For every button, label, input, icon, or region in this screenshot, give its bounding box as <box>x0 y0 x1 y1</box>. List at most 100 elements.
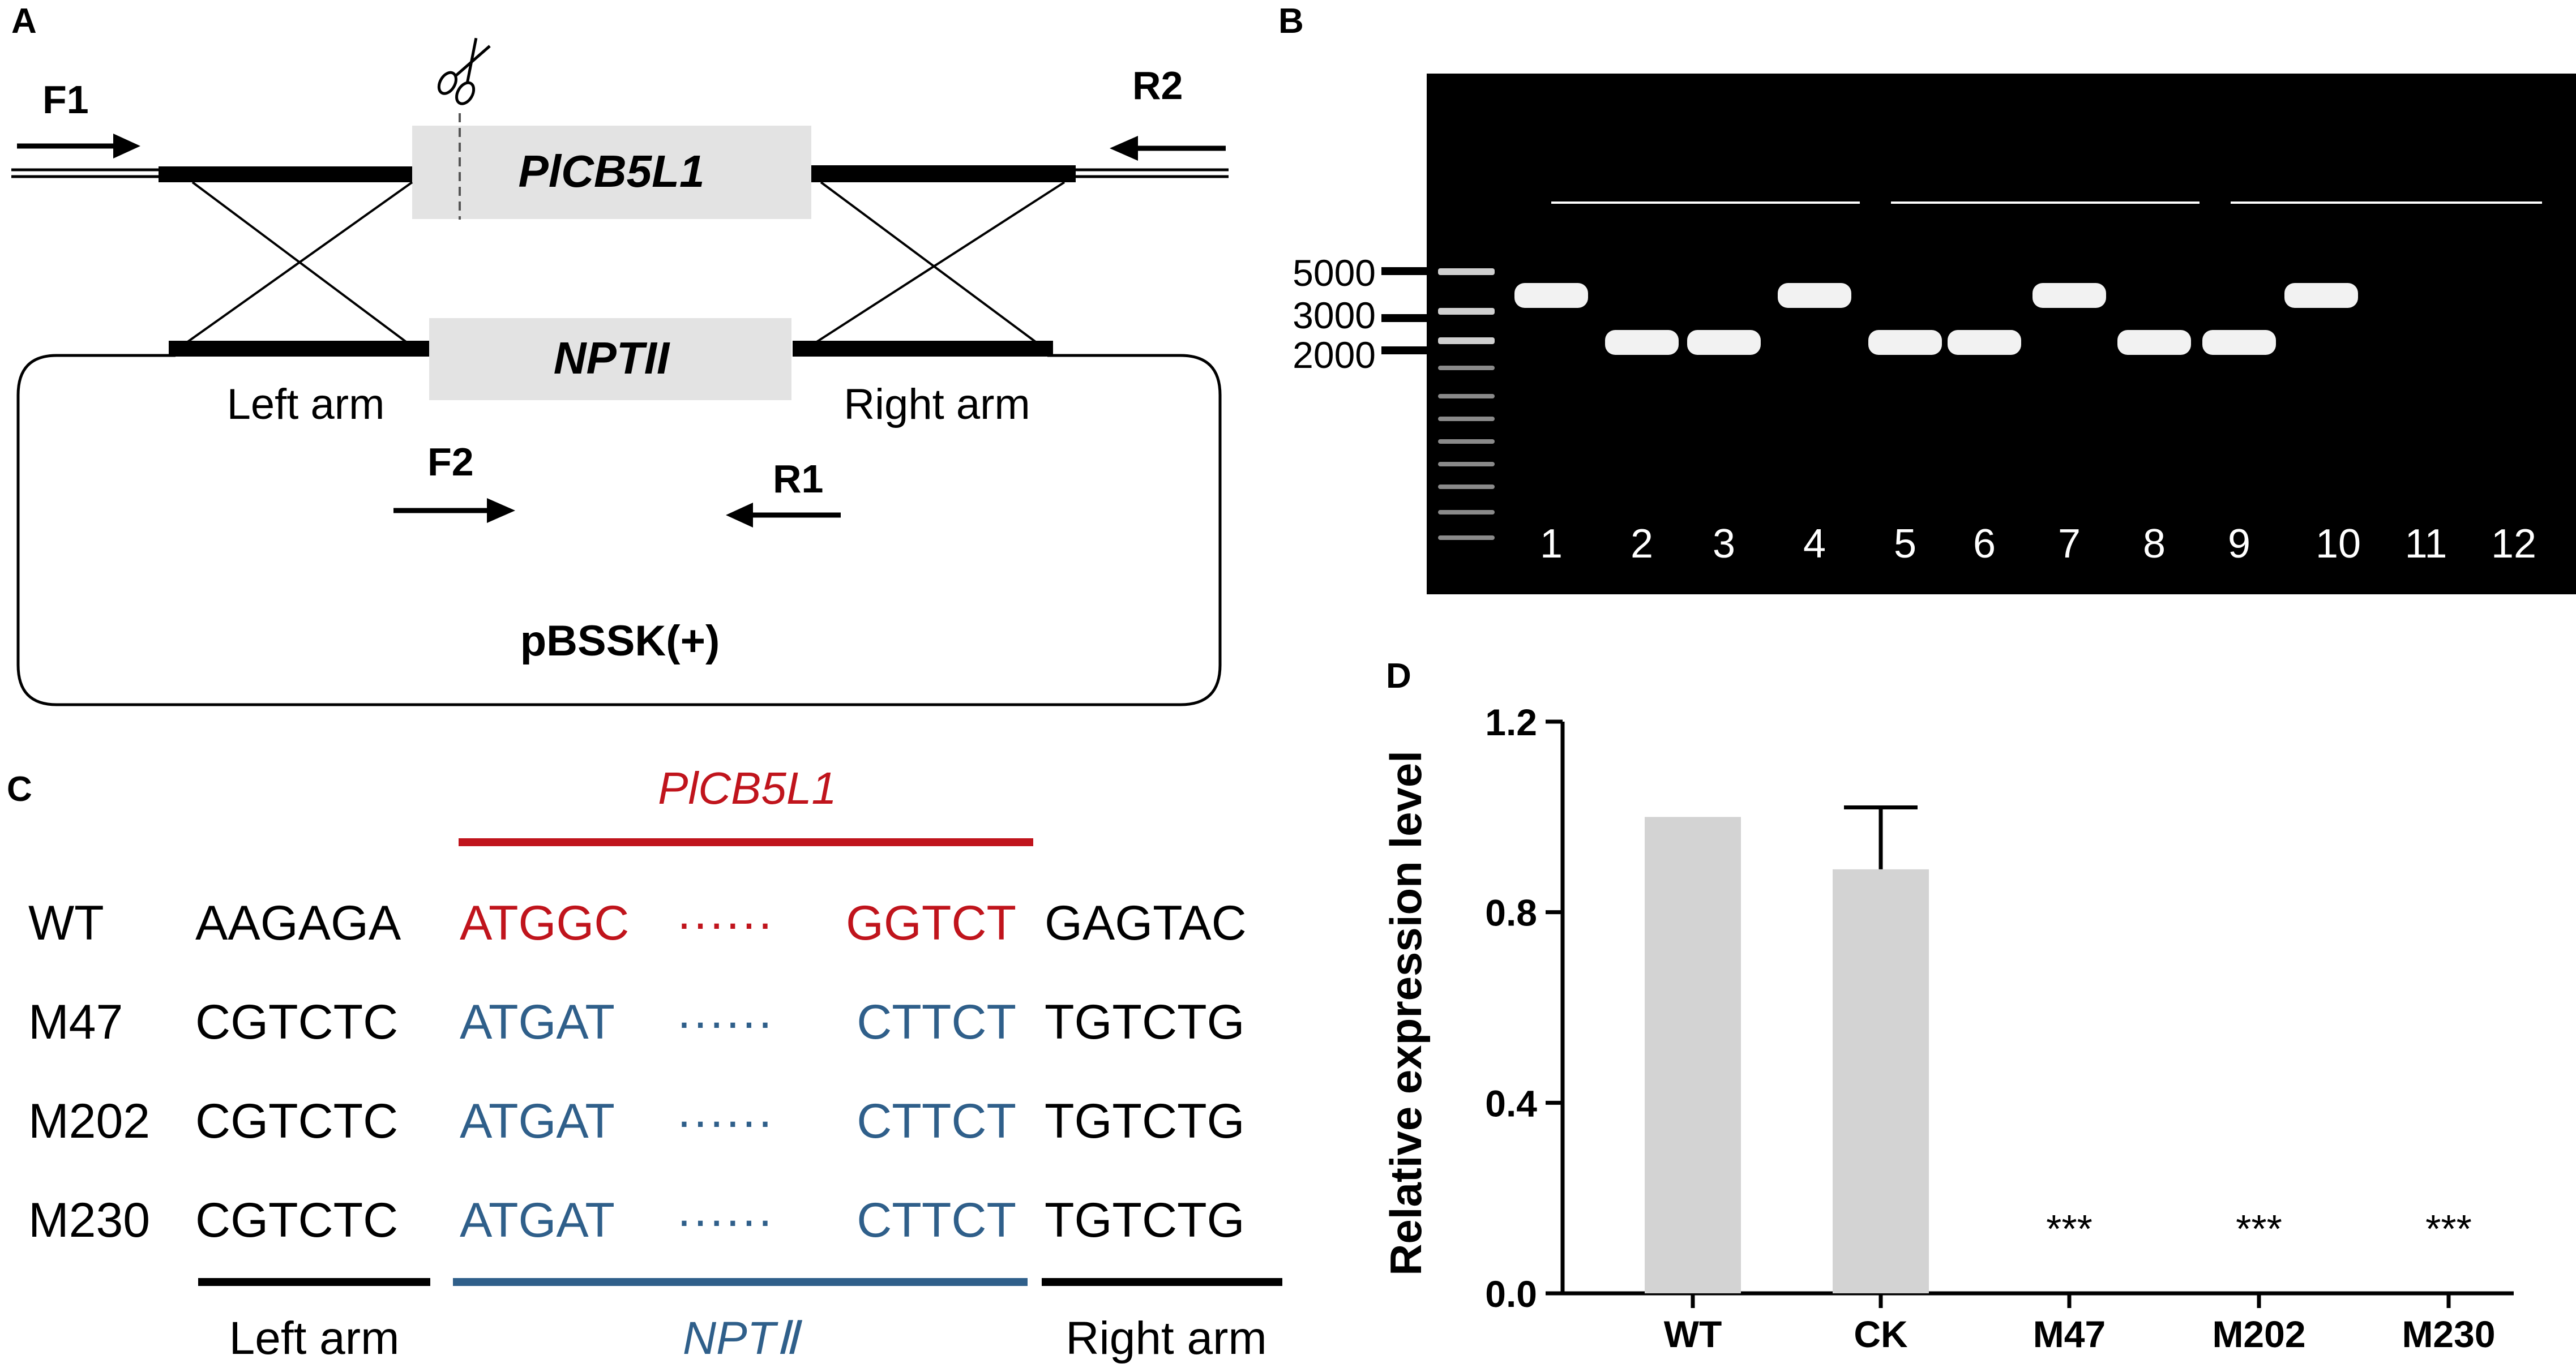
primer-f2-label: F2 <box>427 440 474 484</box>
gel-ladder-label-5000: 5000 <box>1293 252 1376 294</box>
gel-band <box>1514 283 1588 308</box>
seq-row-name: WT <box>28 896 104 950</box>
scissors-icon <box>437 37 491 105</box>
x-tick-label: M47 <box>2033 1313 2106 1355</box>
plasmid-right-arm <box>793 341 1053 357</box>
y-tick-label: 0.8 <box>1485 892 1537 934</box>
seq-ellipsis: ······ <box>676 1193 773 1247</box>
seq-insert-end: CTTCT <box>857 1094 1016 1148</box>
nptii-box <box>429 318 791 400</box>
seq-insert-start: ATGGC <box>460 896 629 950</box>
ladder-band <box>1438 485 1495 489</box>
ladder-band <box>1438 394 1495 398</box>
seq-ellipsis: ······ <box>676 995 773 1049</box>
gel-marker-label: M <box>1462 98 1499 148</box>
gel-band <box>1605 330 1679 355</box>
lane-number: 2 <box>1631 521 1653 567</box>
gel-band <box>1778 283 1851 308</box>
panel-d: D Relative expression level 0.00.40.81.2… <box>1381 657 2514 1355</box>
nptii-box-label: NPTII <box>554 333 670 383</box>
lane-number: 11 <box>2405 521 2447 567</box>
gel-ladder-bands <box>1438 268 1495 540</box>
gel-group-label-wt: WT <box>2357 98 2426 148</box>
gel-bands <box>1514 283 2358 355</box>
gel-group-label-m230: M230 <box>2083 98 2194 148</box>
gel-band <box>1868 330 1942 355</box>
gene-box-label: PlCB5L1 <box>519 146 705 196</box>
seq-nptii-label: NPTⅡ <box>683 1313 803 1364</box>
lane-number: 6 <box>1973 521 1996 567</box>
primer-f1-arrow <box>17 134 140 158</box>
gel-band <box>2032 283 2106 308</box>
plasmid-left-arm <box>169 341 429 357</box>
primer-r1-arrow <box>726 503 841 528</box>
lane-number: 10 <box>2316 521 2361 567</box>
seq-left-flank: CGTCTC <box>195 995 398 1049</box>
seq-ellipsis: ······ <box>676 1094 773 1148</box>
plasmid-label: pBSSK(+) <box>520 617 720 665</box>
gene-box <box>412 126 811 219</box>
panel-a-letter: A <box>11 2 37 41</box>
gel-band <box>2202 330 2276 355</box>
seq-insert-start: ATGAT <box>460 1193 615 1247</box>
seq-row-name: M202 <box>28 1094 150 1148</box>
seq-left-flank: AAGAGA <box>195 896 401 950</box>
lane-number: 5 <box>1894 521 1916 567</box>
lane-number: 1 <box>1540 521 1563 567</box>
significance-label: *** <box>2236 1207 2282 1251</box>
lane-number: 7 <box>2058 521 2081 567</box>
panel-a: A PlCB5L1 F1 <box>11 2 1229 706</box>
seq-row-name: M230 <box>28 1193 150 1247</box>
gel-band <box>1948 330 2021 355</box>
seq-left-flank: CGTCTC <box>195 1193 398 1247</box>
ladder-band <box>1438 462 1495 466</box>
y-tick-label: 0.4 <box>1485 1082 1537 1124</box>
bar <box>1833 869 1929 1293</box>
gel-ladder-label-2000: 2000 <box>1293 334 1376 376</box>
primer-f2-arrow <box>393 498 515 523</box>
ladder-band <box>1438 268 1495 275</box>
primer-r2-label: R2 <box>1132 63 1183 108</box>
y-tick-label: 1.2 <box>1485 701 1537 743</box>
gel-group-label-m202: M202 <box>1852 98 1963 148</box>
primer-r1-label: R1 <box>773 457 823 501</box>
ladder-band <box>1438 366 1495 370</box>
seq-right-flank: TGTCTG <box>1045 1193 1245 1247</box>
panel-b-letter: B <box>1278 2 1304 41</box>
seq-insert-start: ATGAT <box>460 995 615 1049</box>
ladder-band <box>1438 308 1495 315</box>
primer-r2-arrow <box>1110 136 1226 161</box>
gel-band <box>2284 283 2358 308</box>
panel-c-letter: C <box>7 770 32 809</box>
seq-left-flank: CGTCTC <box>195 1094 398 1148</box>
seq-insert-start: ATGAT <box>460 1094 615 1148</box>
plasmid-outline <box>16 354 1222 706</box>
primer-f1-label: F1 <box>42 78 89 122</box>
right-arm-label: Right arm <box>844 380 1030 428</box>
seq-insert-end: GGTCT <box>846 896 1016 950</box>
x-tick-label: CK <box>1854 1313 1908 1355</box>
x-tick-label: M202 <box>2212 1313 2305 1355</box>
lane-number: 9 <box>2228 521 2250 567</box>
bar <box>1645 817 1741 1293</box>
gel-band <box>2117 330 2191 355</box>
x-tick-label: WT <box>1664 1313 1722 1355</box>
gel-ladder-label-3000: 3000 <box>1293 294 1376 336</box>
genome-left-flank <box>159 166 413 182</box>
panel-d-letter: D <box>1386 657 1411 696</box>
seq-gene-label: PlCB5L1 <box>658 763 837 813</box>
gel-band <box>1687 330 1761 355</box>
ladder-band <box>1438 337 1495 344</box>
ladder-band <box>1438 417 1495 421</box>
x-tick-label: M230 <box>2402 1313 2495 1355</box>
seq-right-flank: TGTCTG <box>1045 995 1245 1049</box>
ladder-band <box>1438 535 1495 540</box>
significance-label: *** <box>2046 1207 2093 1251</box>
seq-ellipsis: ······ <box>676 896 773 950</box>
chart-ylabel: Relative expression level <box>1381 751 1431 1276</box>
seq-row-name: M47 <box>28 995 123 1049</box>
lane-number: 12 <box>2491 521 2536 567</box>
gel-ladder-ticks <box>1381 267 1427 354</box>
